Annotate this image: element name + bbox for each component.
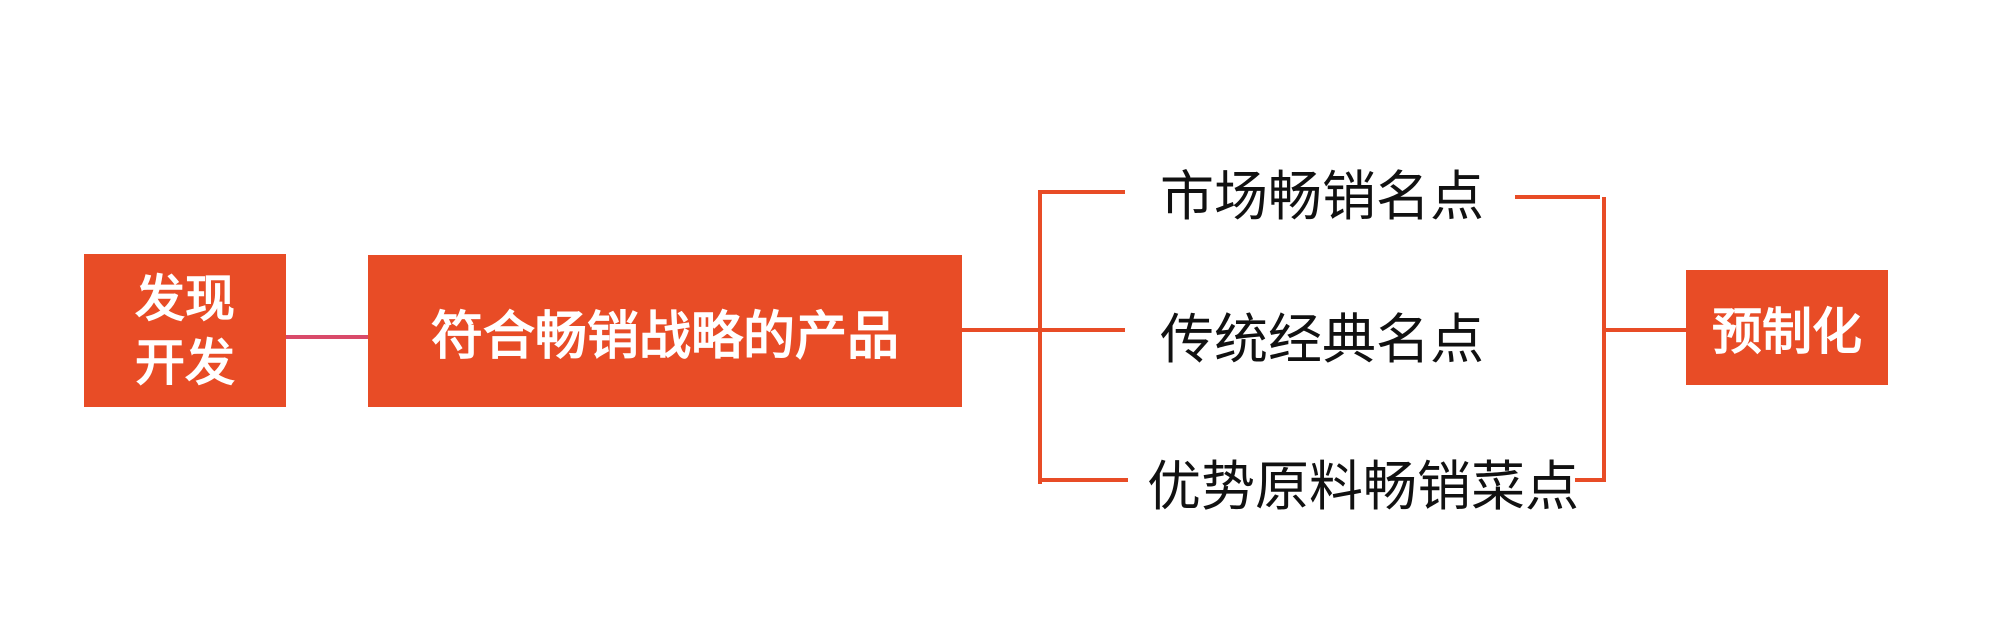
leaf-traditional-classic: 传统经典名点 bbox=[1160, 308, 1484, 371]
node-discover-develop: 发现 开发 bbox=[84, 254, 286, 407]
leaf-advantage-ingredient: 优势原料畅销菜点 bbox=[1147, 455, 1579, 518]
node-bestseller-strategy-product: 符合畅销战略的产品 bbox=[368, 255, 962, 407]
node-prefabrication: 预制化 bbox=[1686, 270, 1888, 385]
leaf-market-bestseller: 市场畅销名点 bbox=[1160, 165, 1484, 228]
